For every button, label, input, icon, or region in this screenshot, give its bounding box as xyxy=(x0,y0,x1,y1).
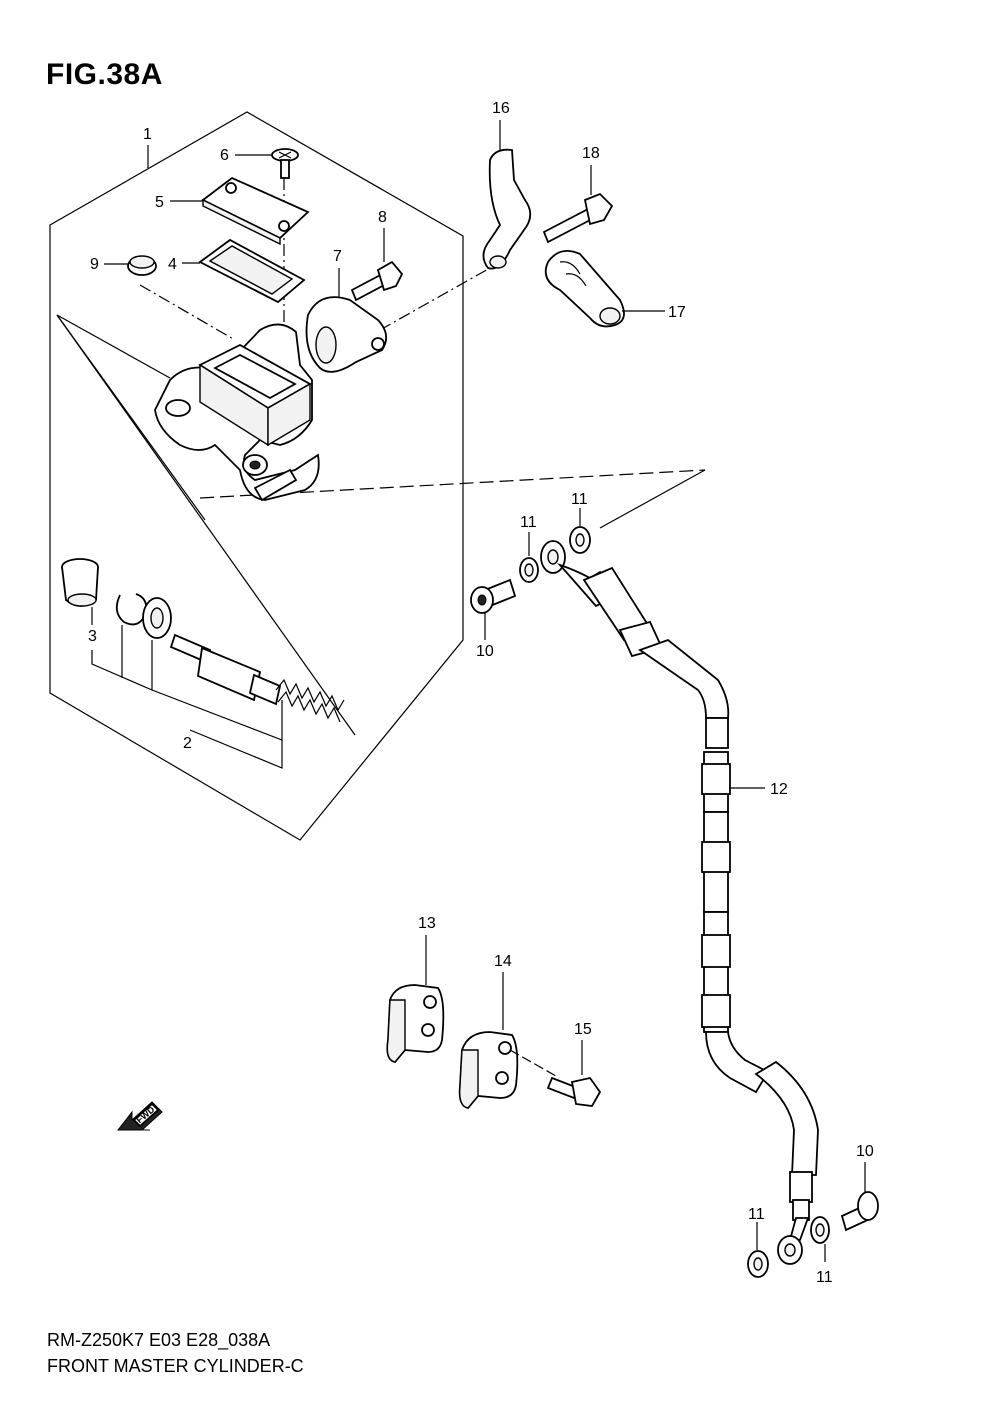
fwd-arrow-icon xyxy=(116,1101,163,1131)
washer-seal xyxy=(142,597,172,639)
callout-16: 16 xyxy=(492,100,510,117)
callout-7: 7 xyxy=(333,248,342,265)
bolt-part-18 xyxy=(542,192,614,244)
callout-5: 5 xyxy=(155,194,164,211)
callout-13: 13 xyxy=(418,915,436,932)
callout-2: 2 xyxy=(183,735,192,752)
callout-18: 18 xyxy=(582,145,600,162)
callout-9: 9 xyxy=(90,256,99,273)
banjo-bolt-part-10-bottom xyxy=(840,1191,879,1232)
figure-title: FIG.38A xyxy=(46,58,163,91)
callout-11-b: 11 xyxy=(571,491,588,508)
plate-part-9 xyxy=(127,255,157,276)
callout-11-a: 11 xyxy=(520,514,537,531)
lever-part-16 xyxy=(482,148,532,270)
model-code: RM-Z250K7 E03 E28_038A xyxy=(47,1330,271,1350)
circlip xyxy=(115,593,148,626)
callout-17: 17 xyxy=(668,304,686,321)
callout-11-c: 11 xyxy=(748,1206,765,1223)
callout-6: 6 xyxy=(220,147,229,164)
figure-caption: FRONT MASTER CYLINDER-C xyxy=(47,1356,304,1376)
callout-10-b: 10 xyxy=(856,1143,874,1160)
switch-part-17 xyxy=(544,250,625,328)
boot-part-3 xyxy=(61,558,99,607)
clamp-part-14 xyxy=(458,1031,519,1109)
callout-14: 14 xyxy=(494,953,512,970)
bolt-part-15 xyxy=(546,1076,602,1107)
clamp-part-13 xyxy=(386,984,445,1063)
reservoir-cap-part-5 xyxy=(201,176,310,246)
banjo-bolt-part-10-top xyxy=(470,578,517,614)
assembly-group-box xyxy=(49,111,464,841)
piston-kit xyxy=(169,633,345,723)
clamp-part-7 xyxy=(305,296,388,373)
master-cylinder-body xyxy=(154,323,320,502)
callout-12: 12 xyxy=(770,781,788,798)
diaphragm-part-4 xyxy=(198,238,306,304)
callout-1: 1 xyxy=(143,126,152,143)
brake-hose-part-12 xyxy=(540,540,819,1265)
callout-3: 3 xyxy=(88,628,97,645)
callout-4: 4 xyxy=(168,256,177,273)
callout-11-d: 11 xyxy=(816,1269,833,1286)
bolt-part-8 xyxy=(350,260,404,302)
callout-15: 15 xyxy=(574,1021,592,1038)
callout-8: 8 xyxy=(378,209,387,226)
screw-part-6 xyxy=(271,148,299,179)
leader-triangle-left xyxy=(56,314,356,736)
callout-10: 10 xyxy=(476,643,494,660)
